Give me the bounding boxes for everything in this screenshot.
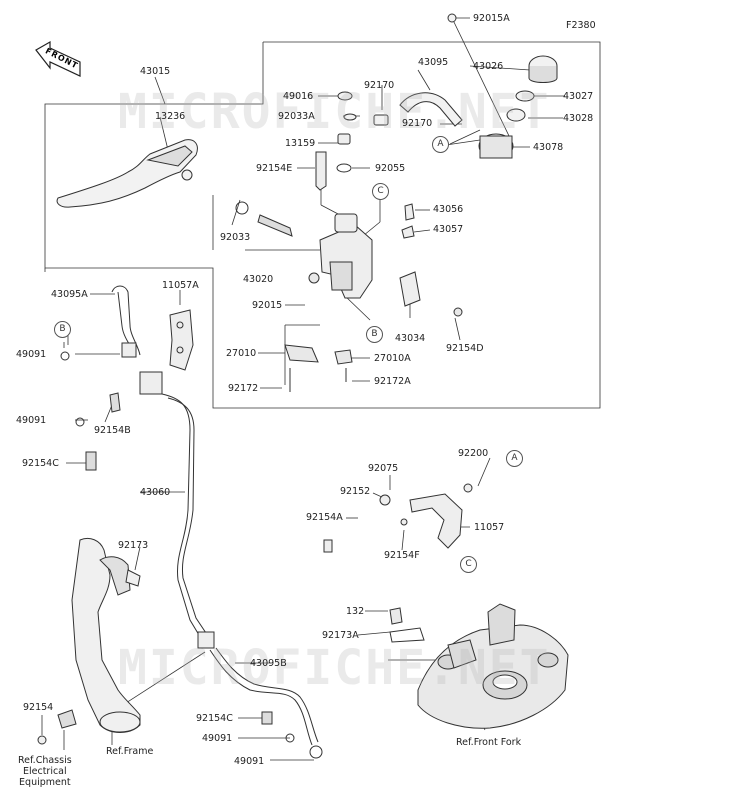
part-label: 43078 xyxy=(533,142,564,153)
part-label: 92154F xyxy=(384,550,420,561)
reservoir-drawing xyxy=(336,13,558,173)
part-label: 27010 xyxy=(226,348,257,359)
part-label: 92170 xyxy=(364,80,395,91)
ref-circle-c: C xyxy=(372,183,389,200)
part-label: 92170 xyxy=(402,118,433,129)
hose-drawing xyxy=(60,285,323,759)
ref-front-fork-label: Ref.Front Fork xyxy=(456,737,522,748)
part-label: 49091 xyxy=(16,415,47,426)
part-label: 92033 xyxy=(220,232,251,243)
ref-frame-label: Ref.Frame xyxy=(106,746,154,757)
part-label: 43020 xyxy=(243,274,274,285)
part-label: 92055 xyxy=(375,163,406,174)
part-label: 43028 xyxy=(563,113,594,124)
part-label: 92075 xyxy=(368,463,399,474)
part-label: 49016 xyxy=(283,91,314,102)
part-label: 27010A xyxy=(374,353,411,364)
master-cylinder-drawing xyxy=(235,133,421,307)
part-label: 49091 xyxy=(234,756,265,767)
part-label: 43060 xyxy=(140,487,171,498)
part-label: 49091 xyxy=(16,349,47,360)
part-label: 11057 xyxy=(474,522,505,533)
part-label: 92154A xyxy=(306,512,343,523)
part-label: 13159 xyxy=(285,138,316,149)
part-label: 92172A xyxy=(374,376,411,387)
clutch-lever-drawing xyxy=(56,139,198,208)
watermark-top: MICROFICHE.NET xyxy=(118,84,551,140)
part-label: 92173A xyxy=(322,630,359,641)
part-label: 43095B xyxy=(250,658,287,669)
part-label: 92154 xyxy=(23,702,54,713)
part-label: 43057 xyxy=(433,224,464,235)
part-label: 92173 xyxy=(118,540,149,551)
part-label: 92033A xyxy=(278,111,315,122)
part-label: 92154C xyxy=(196,713,233,724)
ref-circle-b: B xyxy=(366,326,383,343)
ref-circle-c: C xyxy=(460,556,477,573)
diagram-code: F2380 xyxy=(566,20,596,31)
part-label: 43015 xyxy=(140,66,171,77)
part-label: 43027 xyxy=(563,91,594,102)
ref-circle-a: A xyxy=(432,136,449,153)
part-label: 43056 xyxy=(433,204,464,215)
part-label: 49091 xyxy=(202,733,233,744)
part-label: 11057A xyxy=(162,280,199,291)
bracket-11057-drawing xyxy=(323,483,473,553)
part-label: 92152 xyxy=(340,486,371,497)
watermark-bottom: MICROFICHE.NET xyxy=(118,640,551,696)
part-label: 92172 xyxy=(228,383,259,394)
bracket-11057A-drawing xyxy=(169,309,194,371)
switch-drawing xyxy=(284,272,463,392)
ref-chassis-electrical-label: Ref.Chassis Electrical Equipment xyxy=(18,755,72,788)
part-label: 92015 xyxy=(252,300,283,311)
ref-circle-b: B xyxy=(54,321,71,338)
frame-drawing xyxy=(37,537,141,745)
front-fork-drawing xyxy=(389,603,569,729)
part-label: 92015A xyxy=(473,13,510,24)
part-label: 43095 xyxy=(418,57,449,68)
part-label: 43034 xyxy=(395,333,426,344)
part-label: 92154C xyxy=(22,458,59,469)
part-label: 92154B xyxy=(94,425,131,436)
part-label: 92154E xyxy=(256,163,293,174)
part-label: 92154D xyxy=(446,343,484,354)
part-label: 92200 xyxy=(458,448,489,459)
part-label: 43026 xyxy=(473,61,504,72)
part-label: 43095A xyxy=(51,289,88,300)
ref-circle-a: A xyxy=(506,450,523,467)
master-cylinder-box xyxy=(44,41,601,409)
part-label: 13236 xyxy=(155,111,186,122)
part-label: 132 xyxy=(346,606,365,617)
front-arrow-icon: FRONT xyxy=(34,40,82,82)
